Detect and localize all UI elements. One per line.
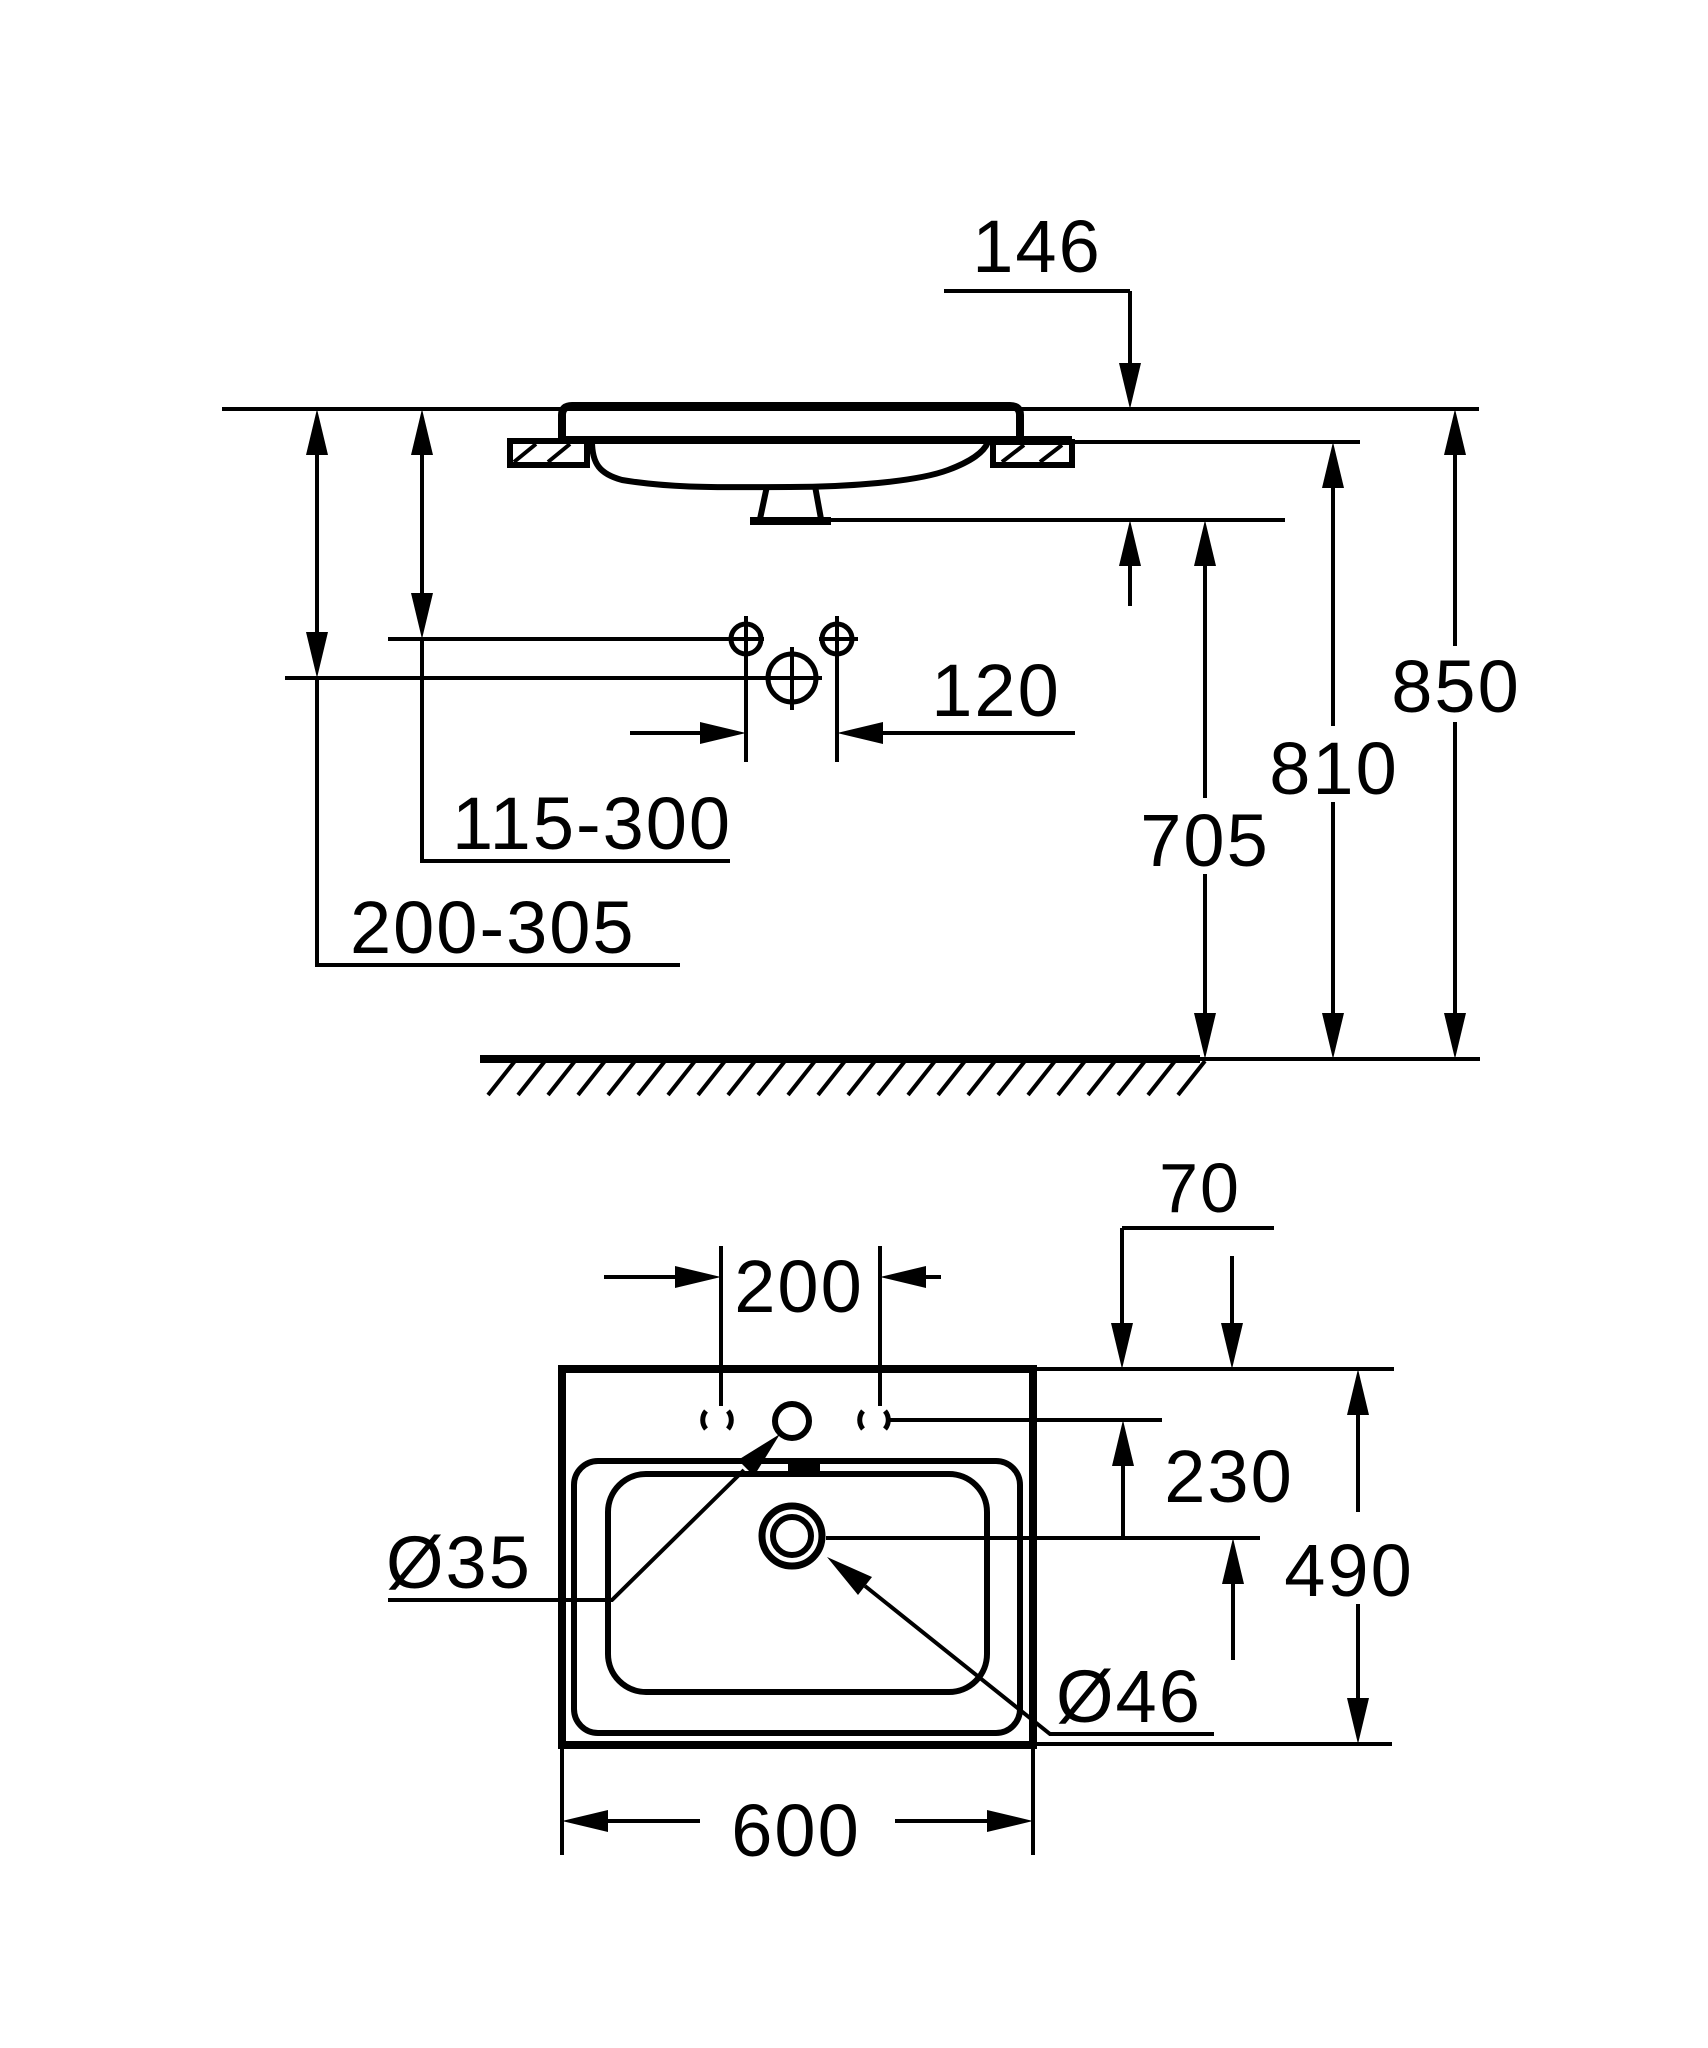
dim-200-extensions [719, 1246, 882, 1406]
leader-tap-hole-arrow [738, 1434, 780, 1476]
leader-drain-arrow [827, 1557, 872, 1595]
tap-hole-center [772, 1401, 812, 1441]
basin-rim-section [558, 402, 1024, 441]
dim-600-extensions [560, 1747, 1035, 1855]
dim-230-label: 230 [1164, 1435, 1293, 1518]
dim-146-arrow-up [1119, 520, 1141, 566]
dim-200-305-arrow-bottom [306, 632, 328, 678]
drain-boss-walls [757, 485, 824, 520]
basin-outline [558, 1365, 1037, 1749]
dim-146-label: 146 [972, 205, 1101, 288]
label-drain-diameter: Ø46 [1056, 1655, 1202, 1738]
plan-view: 200 70 230 490 600 Ø35 Ø46 [386, 1149, 1413, 1872]
connection-centerlines [744, 616, 839, 762]
dim-146-leader [944, 289, 1132, 365]
dim-850-label: 850 [1391, 645, 1520, 728]
dim-705-arrow-bottom [1194, 1013, 1216, 1059]
dim-810-label: 810 [1269, 727, 1398, 810]
dim-200-label: 200 [734, 1245, 863, 1328]
dim-705-arrow-top [1194, 520, 1216, 566]
drain-hole-outer [758, 1502, 826, 1570]
dim-230-arrow-down [1221, 1323, 1243, 1369]
counter-section-right [990, 439, 1075, 468]
dim-115-300-arrow-top [411, 409, 433, 455]
floor-hatching [486, 1059, 1207, 1097]
leader-tap-hole [388, 1468, 746, 1602]
dim-200-305-leader [315, 678, 680, 967]
hatch-right-block [1000, 443, 1064, 464]
dim-146-arrow-down [1119, 363, 1141, 409]
dim-600-label: 600 [731, 1789, 860, 1872]
bowl-profile [589, 440, 991, 491]
dim-200-arrow-right [880, 1266, 926, 1288]
dim-850-arrow-top [1444, 409, 1466, 455]
tap-hole-optional-right [857, 1409, 891, 1431]
dim-70-label: 70 [1159, 1149, 1241, 1227]
label-tap-hole-diameter: Ø35 [386, 1521, 532, 1604]
dim-600-arrow-left [562, 1810, 608, 1832]
dim-705-label: 705 [1140, 799, 1269, 882]
dim-200-arrow-left [675, 1266, 721, 1288]
dim-490-arrow-bottom [1347, 1698, 1369, 1744]
overflow-slot [788, 1461, 820, 1477]
dim-490-arrow-top [1347, 1369, 1369, 1415]
dim-600-arrow-right [987, 1810, 1033, 1832]
dim-230-arrow-up [1222, 1538, 1244, 1584]
dim-115-300-arrow-bottom [411, 593, 433, 639]
dim-810-arrow-top [1322, 442, 1344, 488]
leader-drain [863, 1584, 1214, 1736]
dim-115-300-leader [420, 639, 730, 863]
dim-810-arrow-bottom [1322, 1013, 1344, 1059]
dim-490-label: 490 [1284, 1529, 1413, 1612]
hatch-left-block [512, 442, 572, 464]
dim-120-arrow-right [837, 722, 883, 744]
counter-section-left [507, 438, 590, 468]
dim-70-arrow-up [1112, 1420, 1134, 1466]
dim-70-arrow-down [1111, 1323, 1133, 1369]
dim-120-arrow-left [700, 722, 746, 744]
dim-200-305-arrow-top [306, 409, 328, 455]
dim-70-leader [1120, 1226, 1274, 1325]
dim-200-305-label: 200-305 [350, 886, 636, 969]
dim-115-300-label: 115-300 [452, 782, 732, 865]
dim-120-label: 120 [931, 649, 1060, 732]
dim-850-arrow-bottom [1444, 1013, 1466, 1059]
tap-hole-optional-left [700, 1409, 734, 1431]
side-view: 146 705 810 850 200-305 115-300 [222, 205, 1520, 1097]
drain-hole-inner [770, 1514, 814, 1558]
